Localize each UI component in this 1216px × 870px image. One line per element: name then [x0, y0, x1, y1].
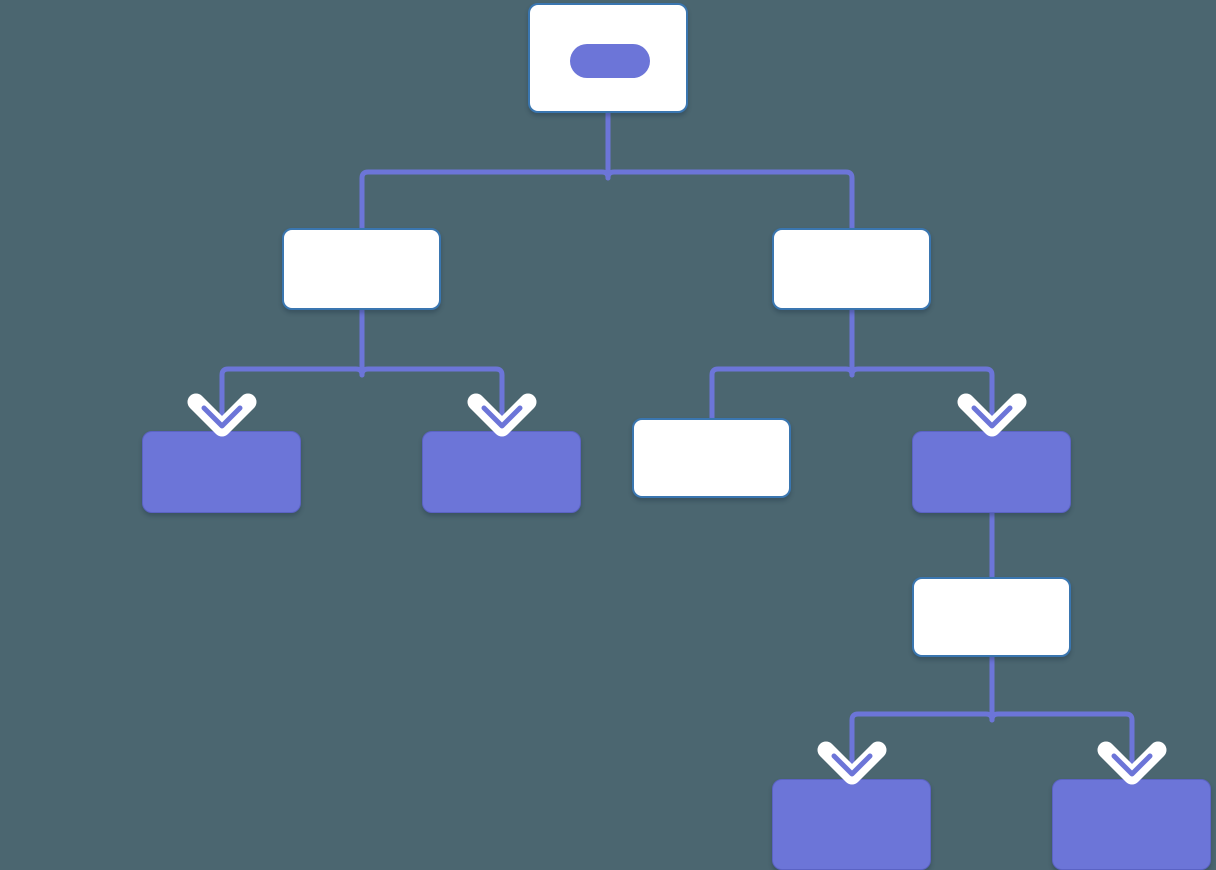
- node-n2[interactable]: [282, 228, 441, 310]
- node-n9[interactable]: [772, 779, 931, 870]
- node-n6[interactable]: [632, 418, 791, 498]
- node-n8[interactable]: [912, 577, 1071, 657]
- node-n7[interactable]: [912, 431, 1071, 513]
- node-n1[interactable]: [528, 3, 688, 113]
- node-n4[interactable]: [142, 431, 301, 513]
- node-n5[interactable]: [422, 431, 581, 513]
- node-n10[interactable]: [1052, 779, 1211, 870]
- root-node-pill: [570, 44, 650, 78]
- node-n3[interactable]: [772, 228, 931, 310]
